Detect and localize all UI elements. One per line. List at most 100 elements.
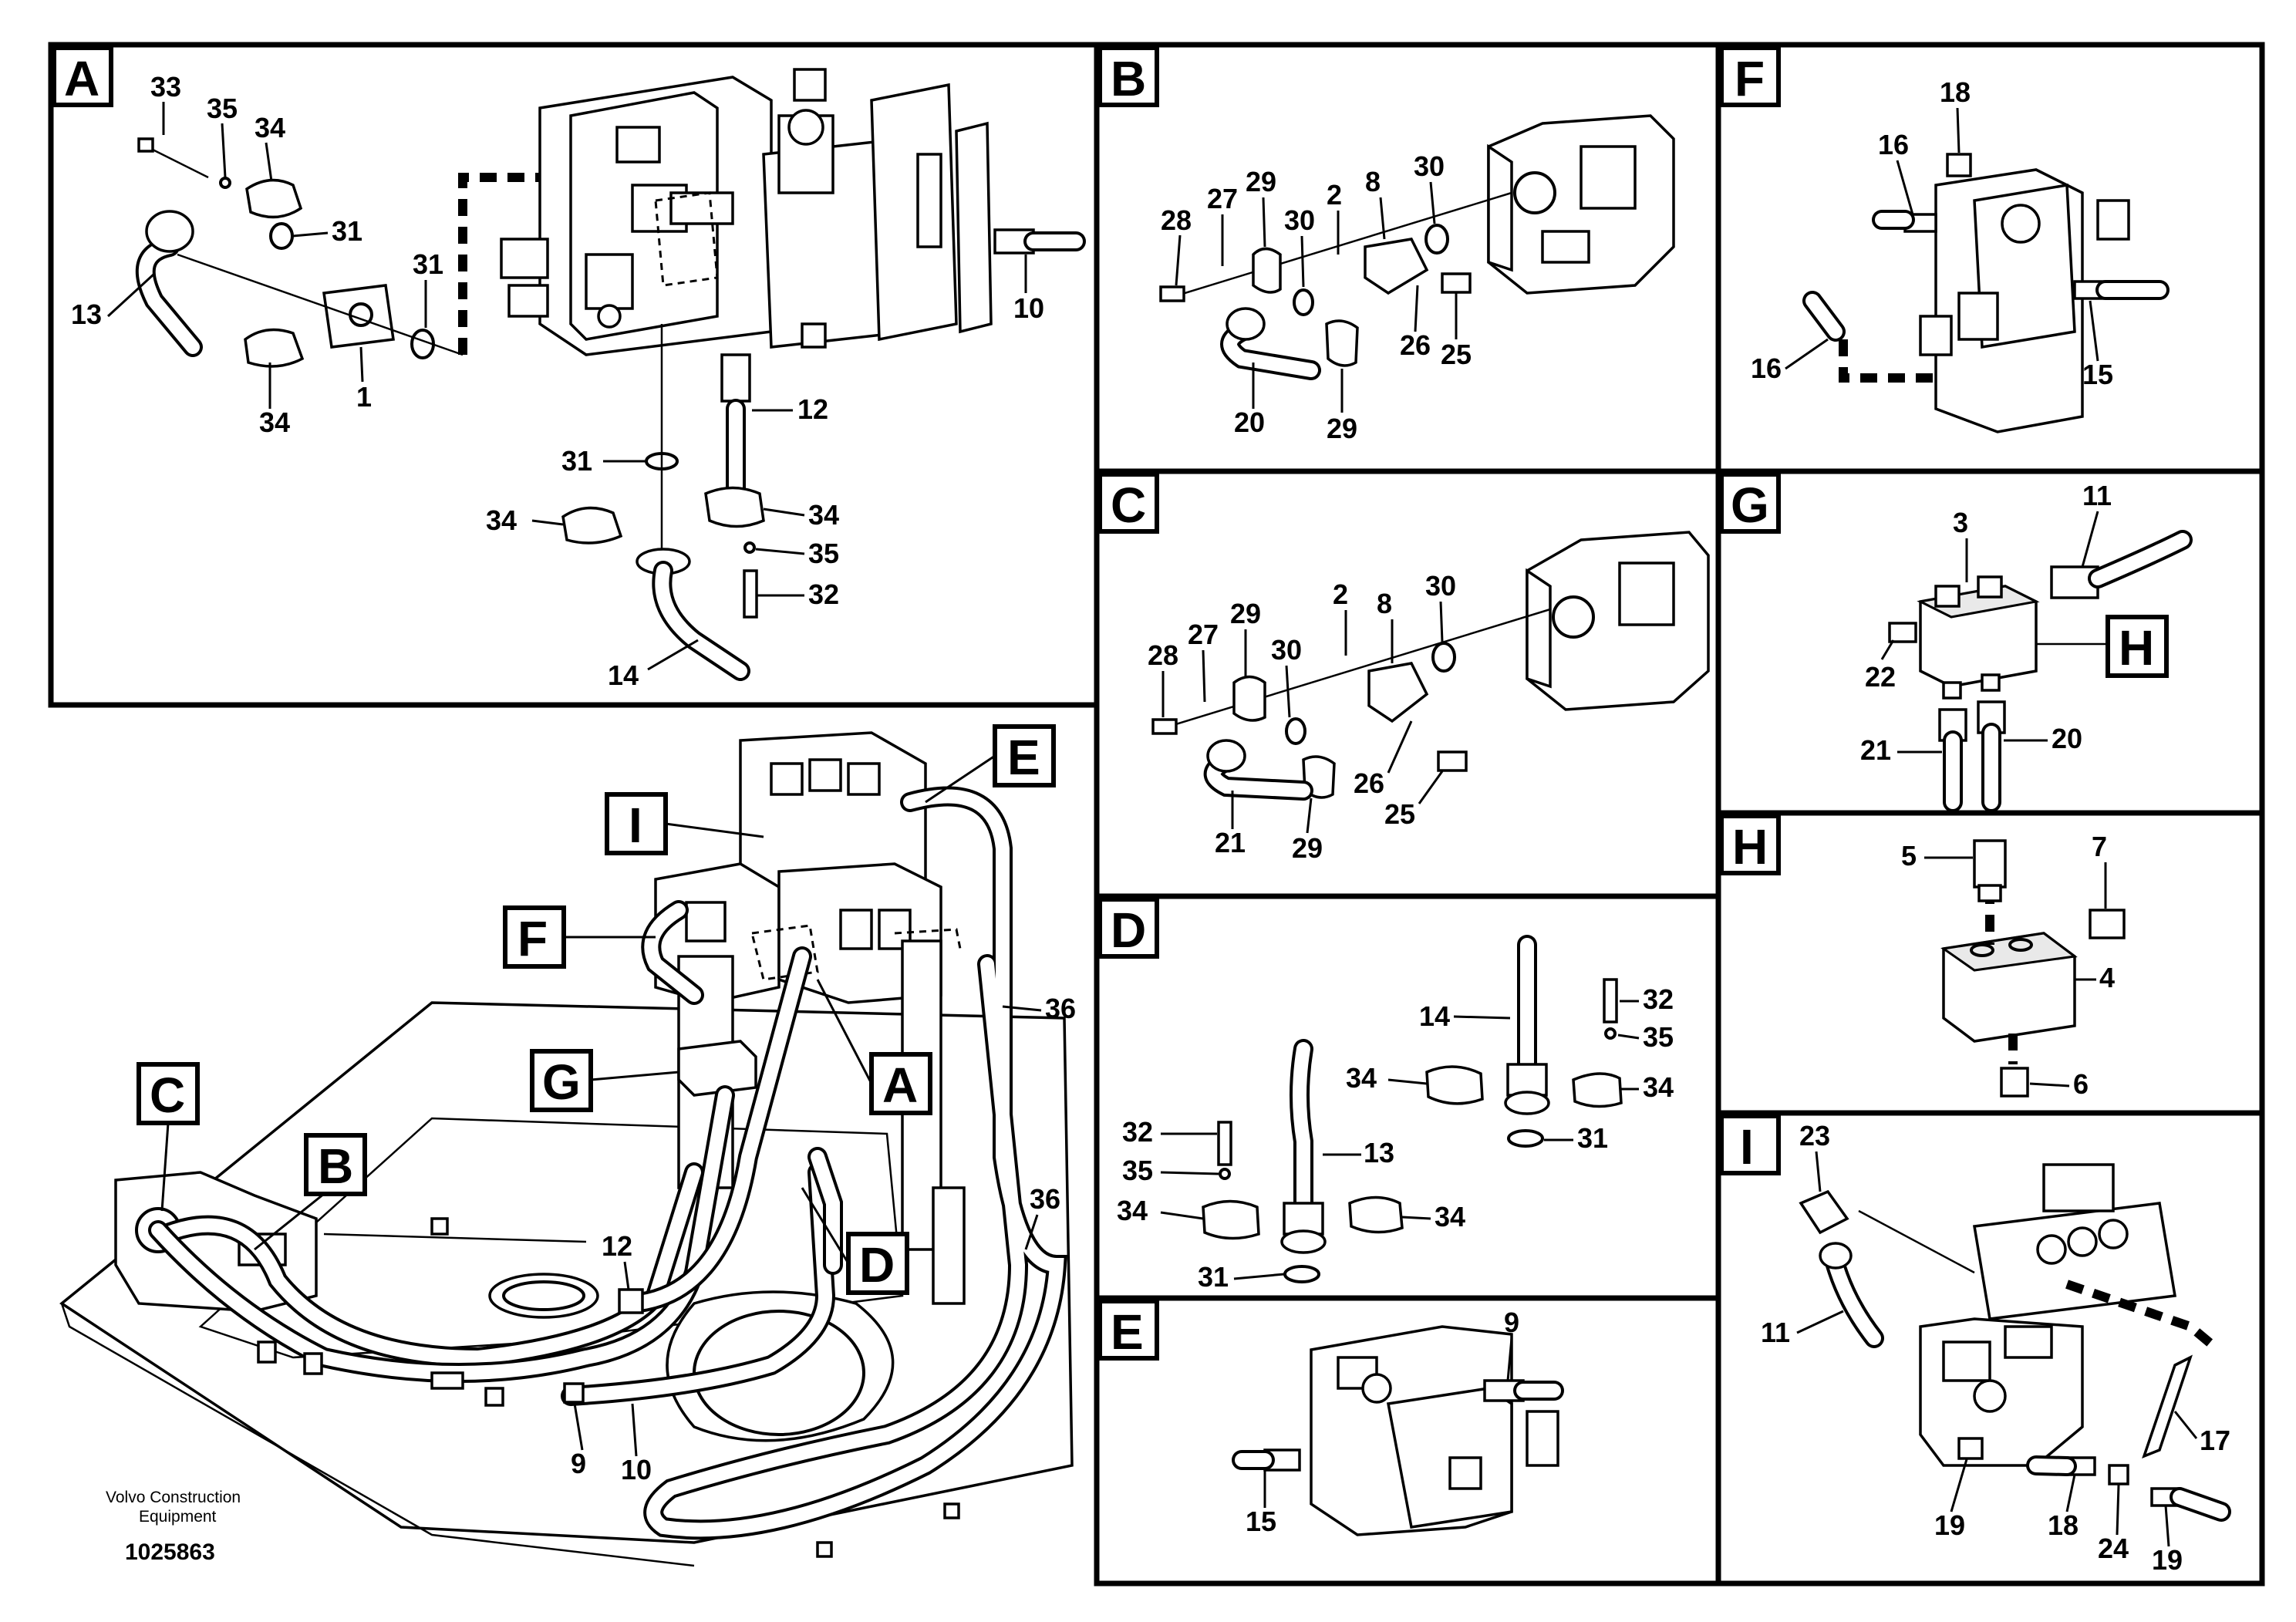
panel-b-part-30b: 30: [1284, 204, 1315, 236]
screw-part-33: [137, 137, 154, 153]
panel-a-part-35: 35: [207, 93, 238, 124]
panel-g-callout-h: H: [2106, 615, 2169, 678]
fitting-23: [1799, 1189, 1849, 1235]
o-ring-31-d2: [1283, 1265, 1320, 1283]
panel-a-part-34c: 34: [486, 504, 517, 536]
panel-a-part-35b: 35: [808, 538, 839, 569]
connection-dashed-f: [1839, 339, 1936, 383]
panel-a-part-31c: 31: [561, 445, 592, 477]
panel-b-part-20: 20: [1234, 406, 1265, 438]
panel-d-part-32b: 32: [1122, 1116, 1153, 1148]
panel-i-part-19a: 19: [1934, 1509, 1965, 1541]
clamp-34-d3: [1202, 1199, 1260, 1240]
panel-d-part-31a: 31: [1577, 1122, 1608, 1154]
o-ring-31a: [269, 222, 294, 250]
tee-24: [2108, 1464, 2129, 1485]
overview-callout-i: I: [605, 792, 668, 855]
panel-c-part-30a: 30: [1271, 634, 1302, 666]
panel-c-tag: C: [1097, 472, 1159, 534]
o-ring-30-c1: [1431, 642, 1456, 673]
panel-d-part-32a: 32: [1643, 983, 1674, 1015]
overview-callout-a: A: [869, 1052, 932, 1115]
panel-d-part-34b: 34: [1643, 1071, 1674, 1103]
panel-g-part-3: 3: [1953, 507, 1968, 538]
panel-e-tag: E: [1097, 1299, 1159, 1361]
clamp-half-lower: [244, 328, 305, 368]
overview-part-12: 12: [602, 1230, 632, 1262]
panel-i-part-23: 23: [1799, 1120, 1830, 1152]
panel-d-part-35a: 35: [1643, 1021, 1674, 1053]
panel-g-tag: G: [1719, 472, 1781, 534]
panel-d-part-34c: 34: [1117, 1195, 1148, 1226]
panel-e-part-9: 9: [1504, 1307, 1519, 1338]
screw-part-32: [743, 569, 758, 619]
panel-b-part-29a: 29: [1246, 166, 1276, 197]
clamp-half-upper: [245, 178, 303, 219]
clamp-34c: [561, 506, 623, 545]
pump-housing-b: [1487, 114, 1675, 295]
valve-block-f: [1919, 168, 2130, 433]
panel-i-part-18: 18: [2048, 1509, 2079, 1541]
panel-a-part-14: 14: [608, 659, 639, 691]
overview-callout-g: G: [530, 1049, 593, 1112]
clamp-34d: [704, 486, 765, 528]
panel-a-part-34a: 34: [255, 112, 285, 143]
panel-a-part-13: 13: [71, 298, 102, 330]
svg-text:G: G: [542, 1054, 581, 1110]
panel-b-part-28: 28: [1161, 204, 1192, 236]
panel-g-part-21: 21: [1860, 734, 1891, 766]
svg-text:C: C: [1111, 477, 1146, 533]
panel-a-part-33: 33: [150, 71, 181, 103]
panel-b-tag: B: [1097, 46, 1159, 107]
panel-d-part-34d: 34: [1435, 1201, 1465, 1233]
panel-h-part-4: 4: [2099, 962, 2115, 993]
assembly-link-dashed: [458, 173, 540, 355]
clamp-29-b2: [1325, 319, 1359, 367]
panel-f-part-18: 18: [1940, 76, 1971, 108]
fitting-9-overview: [563, 1382, 585, 1404]
tee-block-overview: [677, 1040, 757, 1097]
plug-7: [2089, 909, 2126, 939]
panel-b-part-26: 26: [1400, 329, 1431, 361]
panel-b-part-8: 8: [1365, 166, 1381, 197]
panel-a-part-1: 1: [356, 381, 372, 413]
panel-b-part-29b: 29: [1327, 413, 1357, 444]
fitting-12-overview: [618, 1288, 644, 1314]
clamp-34-d4: [1348, 1195, 1404, 1234]
o-ring-31-d1: [1507, 1129, 1544, 1148]
overview-callout-f: F: [503, 905, 566, 969]
panel-a-part-32: 32: [808, 578, 839, 610]
screw-28-b: [1159, 285, 1185, 302]
panel-d-part-35b: 35: [1122, 1155, 1153, 1186]
connection-dashed-i: [2065, 1280, 2217, 1350]
panel-d-tag: D: [1097, 897, 1159, 959]
panel-f-part-16b: 16: [1751, 352, 1782, 384]
panel-a-part-31b: 31: [413, 248, 443, 280]
panel-a-part-31a: 31: [332, 215, 362, 247]
overview-callout-b: B: [304, 1133, 367, 1196]
panel-d-part-14: 14: [1419, 1000, 1450, 1032]
pump-housing-c: [1526, 531, 1710, 711]
panel-i-part-19b: 19: [2152, 1544, 2183, 1576]
hose-fitting-18: [1946, 153, 1972, 177]
nipple-25-c: [1437, 750, 1468, 772]
panel-i: I 23 11 17 19 18 24 19: [1719, 1114, 2231, 1576]
control-valve-block: [500, 68, 993, 356]
panel-c-part-29a: 29: [1230, 598, 1261, 629]
panel-c-part-8: 8: [1377, 588, 1392, 619]
panel-i-part-11: 11: [1761, 1317, 1790, 1348]
panel-a-part-34d: 34: [808, 499, 839, 531]
o-ring-30-b2: [1293, 288, 1314, 316]
screw-28-c: [1151, 718, 1178, 735]
panel-a-part-34b: 34: [259, 406, 290, 438]
panel-g-part-20: 20: [2052, 723, 2082, 754]
svg-text:H: H: [2119, 620, 2154, 676]
panel-i-part-17: 17: [2200, 1425, 2230, 1456]
valve-5: [1973, 839, 2007, 889]
overview-part-36a: 36: [1045, 993, 1076, 1024]
hose-fitting-12: [720, 353, 751, 403]
panel-h-part-6: 6: [2073, 1068, 2089, 1100]
panel-b-part-2: 2: [1327, 179, 1342, 211]
svg-text:C: C: [150, 1067, 185, 1123]
